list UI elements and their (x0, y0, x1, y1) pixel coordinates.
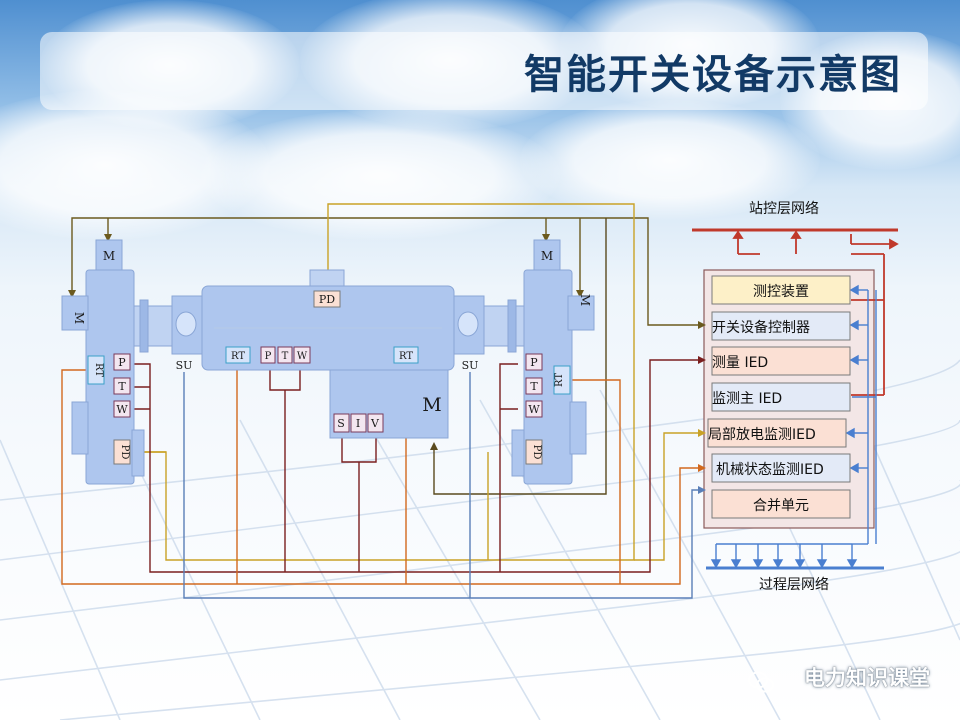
w-sensor-right: W (528, 403, 540, 416)
main-motor-label: M (422, 394, 441, 416)
p-sensor-left: P (118, 356, 126, 369)
t-sensor-bus: T (282, 351, 289, 362)
motor-left-label: M (103, 249, 115, 263)
wiring (61, 203, 706, 599)
footer-brand: 电力知识课堂 (804, 666, 930, 690)
ied-panel: 站控层网络 过程层网络 (692, 201, 899, 593)
svg-text:测控装置: 测控装置 (753, 284, 809, 300)
w-sensor-bus: W (297, 351, 308, 362)
svg-text:测量 IED: 测量 IED (712, 355, 768, 371)
v-sensor: V (370, 417, 380, 430)
pd-top-label: PD (319, 293, 335, 306)
motor-side-left-label: M (72, 312, 86, 324)
svg-text:监测主 IED: 监测主 IED (712, 391, 782, 407)
svg-text:合并单元: 合并单元 (753, 498, 809, 514)
w-sensor-left: W (116, 403, 128, 416)
pd-left-label: PD (119, 445, 130, 460)
title-bar (40, 32, 928, 110)
motor-right-label: M (541, 249, 553, 263)
su-left-label: SU (176, 359, 193, 372)
rt-bus-left-label: RT (231, 351, 245, 362)
ied-measurement: 测量 IED (711, 346, 851, 376)
wechat-icon (748, 671, 774, 693)
equipment-labels: M M M M M PD PD PD SU SU RT RT RT RT P (72, 249, 592, 465)
process-network-label: 过程层网络 (759, 577, 829, 593)
s-sensor: S (337, 417, 345, 430)
ied-merging-unit: 合并单元 (711, 489, 851, 519)
ied-measure-control: 测控装置 (711, 275, 851, 305)
t-sensor-left: T (118, 380, 126, 393)
ied-switchgear-controller: 开关设备控制器 (711, 311, 851, 341)
cloud (520, 100, 820, 220)
ied-monitoring-master: 监测主 IED (711, 382, 851, 412)
ied-mechanical-state: 机械状态监测IED (711, 453, 851, 483)
rt-left-label: RT (93, 363, 104, 377)
p-sensor-right: P (530, 356, 538, 369)
su-right-label: SU (462, 359, 479, 372)
svg-text:局部放电监测IED: 局部放电监测IED (708, 427, 816, 443)
svg-text:机械状态监测IED: 机械状态监测IED (716, 462, 824, 478)
motor-side-right-label: M (578, 294, 592, 306)
p-sensor-bus: P (265, 351, 272, 362)
svg-text:开关设备控制器: 开关设备控制器 (712, 319, 810, 336)
switchgear (61, 239, 595, 485)
station-network-label: 站控层网络 (749, 201, 819, 217)
page-title: 智能开关设备示意图 (524, 52, 902, 98)
rt-bus-right-label: RT (399, 351, 413, 362)
ied-partial-discharge: 局部放电监测IED (707, 418, 847, 448)
pd-right-label: PD (531, 445, 542, 460)
rt-right-label: RT (554, 373, 565, 387)
i-sensor: I (356, 417, 360, 430)
t-sensor-right: T (530, 380, 538, 393)
